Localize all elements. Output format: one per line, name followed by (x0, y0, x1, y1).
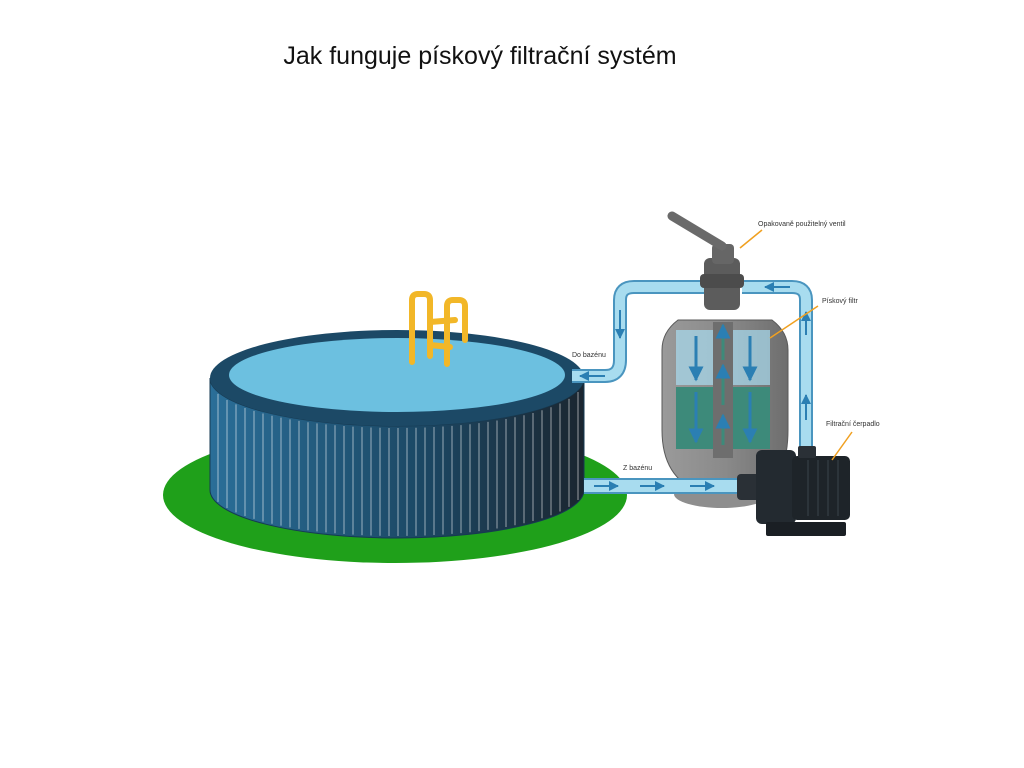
pool-water (229, 338, 565, 412)
pool-wall-ribs (217, 392, 579, 536)
multiport-valve (667, 211, 744, 310)
to-pool-label: Do bazénu (572, 352, 606, 359)
diagram-title: Jak funguje pískový filtrační systém (283, 42, 677, 70)
valve-handle (667, 211, 727, 251)
filter-leader-line (769, 305, 819, 339)
pump-label: Filtrační čerpadlo (826, 421, 880, 428)
sand-filter-label: Pískový filtr (822, 298, 858, 305)
pump-leader-line (831, 431, 853, 461)
valve-leader-line (739, 229, 763, 249)
filter-flow-arrows (688, 323, 758, 445)
from-pool-label: Z bazénu (623, 465, 652, 472)
filtration-pump (737, 446, 850, 536)
valve-label: Opakovaně použitelný ventil (758, 221, 846, 228)
pool-ladder (409, 291, 468, 367)
